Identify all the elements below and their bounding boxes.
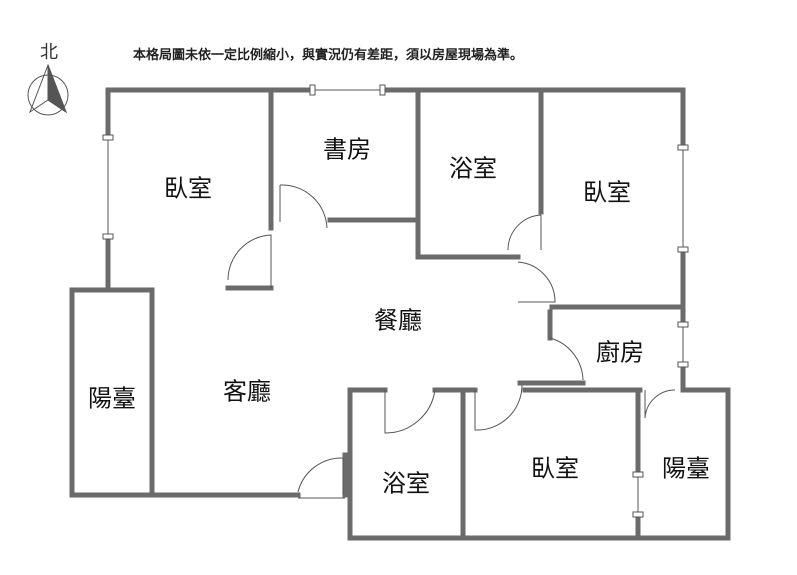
windows: [102, 84, 689, 518]
room-label-bath-south: 浴室: [382, 469, 430, 498]
room-label-dining: 餐廳: [374, 306, 422, 335]
room-label-balcony-west: 陽臺: [88, 384, 136, 413]
doors: [227, 184, 676, 495]
room-label-bedroom-south: 臥室: [531, 454, 579, 483]
room-label-bath-north: 浴室: [449, 154, 497, 183]
disclaimer-note: 本格局圖未依一定比例縮小，與實況仍有差距，須以房屋現場為準。: [133, 48, 524, 63]
walls: [69, 87, 731, 541]
room-label-kitchen: 廚房: [596, 338, 644, 367]
room-label-balcony-east: 陽臺: [662, 454, 710, 483]
room-label-bedroom-ne: 臥室: [583, 178, 631, 207]
north-label: 北: [40, 42, 58, 63]
room-label-study: 書房: [323, 135, 371, 164]
compass-icon: [27, 63, 69, 116]
room-label-living: 客廳: [223, 377, 271, 406]
room-label-bedroom-nw: 臥室: [164, 174, 212, 203]
